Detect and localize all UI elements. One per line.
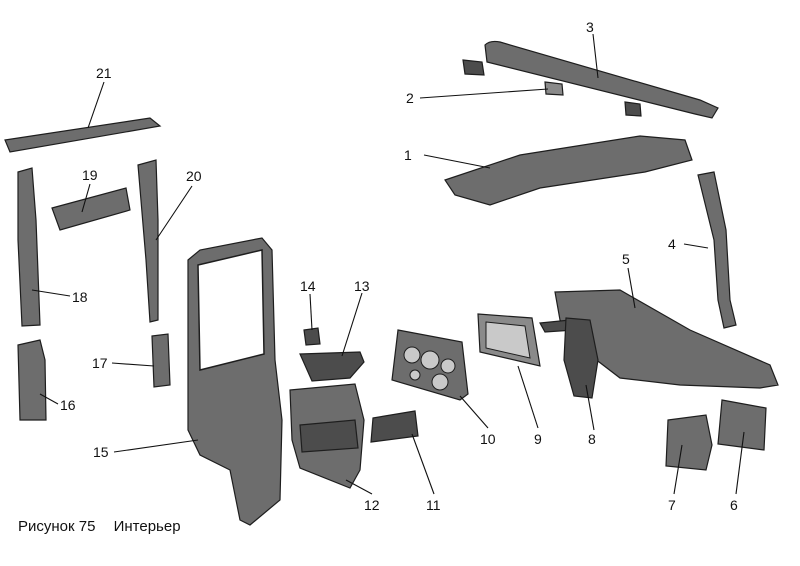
leader-19 [81, 183, 91, 213]
part-8-console-side-panel [563, 317, 599, 399]
leader-1 [423, 154, 491, 169]
part-12-lower-console [289, 383, 365, 489]
figure-title: Интерьер [113, 518, 181, 535]
leader-10 [459, 395, 489, 429]
callout-10: 10 [480, 431, 496, 447]
part-13-storage-tray [299, 351, 365, 382]
part-15-door-panel [187, 237, 283, 526]
callout-6: 6 [730, 497, 738, 513]
leader-12 [345, 479, 373, 495]
callout-11: 11 [426, 497, 441, 513]
callout-8: 8 [588, 431, 596, 447]
part-20-a-pillar [137, 159, 159, 323]
leader-2 [419, 88, 549, 99]
callout-numbers: 1 2 3 4 5 6 7 8 9 10 11 12 13 14 15 16 1… [60, 19, 738, 513]
leader-16 [39, 393, 59, 405]
part-1-roof-liner [444, 135, 693, 206]
leader-13 [341, 292, 363, 357]
part-19-header-trim [51, 187, 131, 231]
part-3-upper-trim-panel [484, 40, 719, 119]
leader-21 [87, 81, 105, 129]
leader-7 [673, 444, 683, 495]
leader-11 [411, 433, 435, 495]
part-10-instrument-panel [391, 329, 469, 401]
leader-4 [683, 243, 709, 249]
callout-14: 14 [300, 278, 316, 294]
callout-16: 16 [60, 397, 76, 413]
leader-14 [309, 293, 313, 331]
part-2-clips [462, 59, 642, 117]
callout-19: 19 [82, 167, 98, 183]
part-17-small-trim [151, 333, 171, 388]
callout-9: 9 [534, 431, 542, 447]
callout-4: 4 [668, 236, 676, 252]
callout-18: 18 [72, 289, 88, 305]
callout-3: 3 [586, 19, 594, 35]
callout-5: 5 [622, 251, 630, 267]
part-9-instrument-frame [477, 313, 541, 367]
part-18-left-pillar [17, 167, 41, 327]
callout-2: 2 [406, 90, 414, 106]
part-11-small-panel [370, 410, 419, 443]
leader-8 [585, 384, 595, 431]
callout-1: 1 [404, 147, 412, 163]
callout-12: 12 [364, 497, 380, 513]
callout-7: 7 [668, 497, 676, 513]
figure-caption: Рисунок 75 Интерьер [18, 518, 181, 535]
part-14-clip [303, 327, 321, 346]
leader-20 [155, 185, 193, 241]
part-16-lower-pillar [17, 339, 47, 421]
part-6-side-cover [717, 399, 767, 451]
part-21-top-rail [4, 117, 162, 153]
leader-lines [31, 33, 745, 495]
leader-18 [31, 289, 71, 297]
leader-17 [111, 362, 155, 367]
part-7-side-cover [665, 414, 713, 471]
leader-5 [627, 267, 636, 309]
callout-13: 13 [354, 278, 370, 294]
leader-3 [592, 33, 599, 79]
callout-15: 15 [93, 444, 109, 460]
leader-6 [735, 431, 745, 495]
callout-20: 20 [186, 168, 202, 184]
callout-17: 17 [92, 355, 108, 371]
callout-21: 21 [96, 65, 112, 81]
leader-9 [517, 365, 539, 429]
leader-15 [113, 439, 199, 453]
figure-label: Рисунок 75 [18, 518, 96, 535]
part-4-pillar-trim [697, 171, 737, 329]
